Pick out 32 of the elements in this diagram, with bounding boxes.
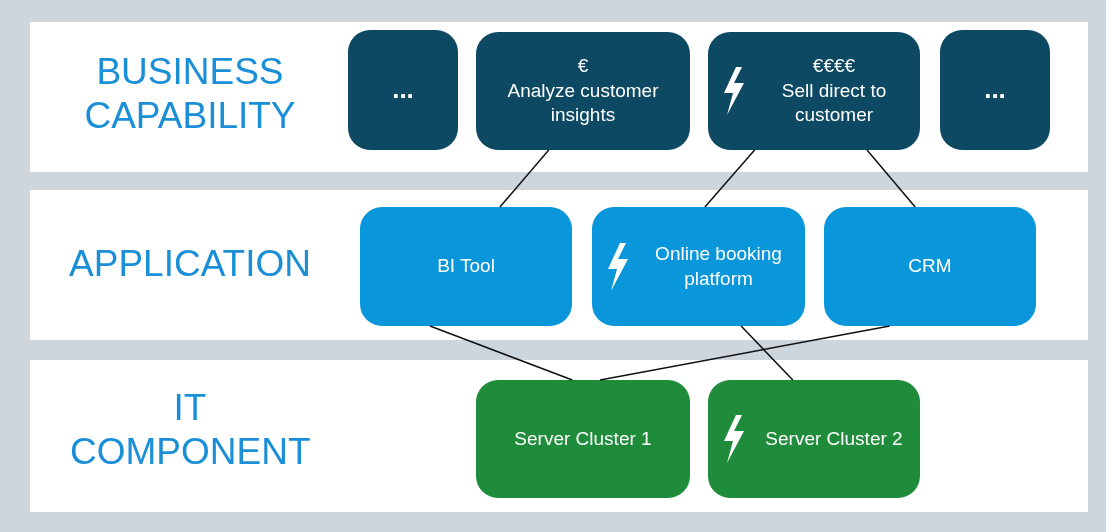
cost-indicator: € bbox=[576, 53, 590, 78]
layer-title: APPLICATION bbox=[68, 242, 312, 286]
layer-title: IT COMPONENT bbox=[70, 386, 310, 475]
connector-line bbox=[704, 149, 756, 208]
box-label: Server Cluster 2 bbox=[765, 426, 903, 451]
connector-line bbox=[429, 325, 574, 381]
box-label: ... bbox=[392, 73, 414, 107]
application-box bbox=[824, 207, 1036, 326]
box-label: Analyze customer insights bbox=[506, 78, 660, 128]
capability-box bbox=[348, 30, 458, 150]
box-label: Online booking platform bbox=[654, 241, 783, 291]
layer-band bbox=[30, 190, 1088, 340]
layer-band bbox=[30, 360, 1088, 512]
layer-title: BUSINESS CAPABILITY bbox=[83, 50, 297, 139]
capability-box bbox=[708, 32, 920, 150]
box-label: ... bbox=[984, 73, 1006, 107]
capability-box bbox=[476, 32, 690, 150]
capability-box bbox=[940, 30, 1050, 150]
connector-line bbox=[866, 149, 916, 208]
application-box bbox=[592, 207, 805, 326]
connector-line bbox=[740, 325, 794, 381]
box-label: Server Cluster 1 bbox=[514, 426, 652, 451]
box-label: Sell direct to customer bbox=[780, 78, 888, 128]
component-box bbox=[476, 380, 690, 498]
application-box bbox=[360, 207, 572, 326]
component-box bbox=[708, 380, 920, 498]
box-label: BI Tool bbox=[437, 254, 495, 279]
box-label: CRM bbox=[908, 254, 952, 279]
layer-band bbox=[30, 22, 1088, 172]
connector-line bbox=[599, 325, 891, 381]
connector-line bbox=[499, 149, 550, 208]
cost-indicator: €€€€ bbox=[811, 53, 857, 78]
